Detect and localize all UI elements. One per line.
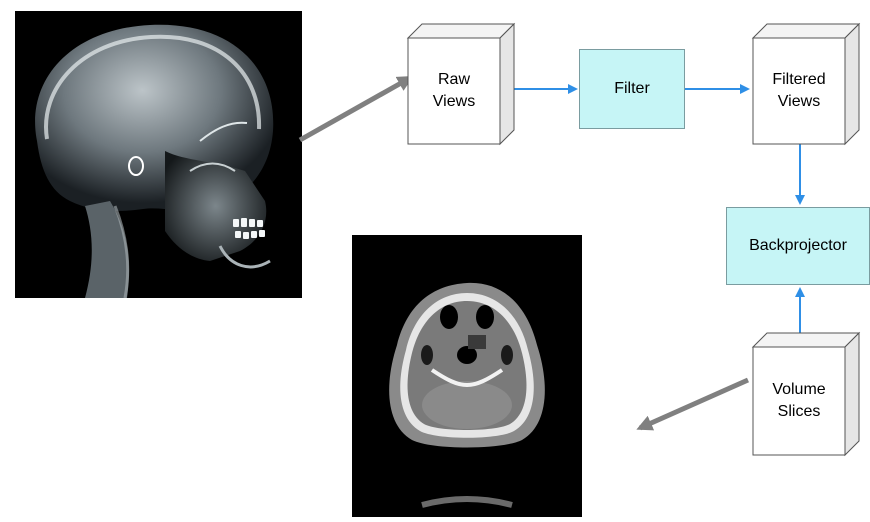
volume-slices-box: Volume Slices	[745, 333, 860, 457]
filter-label: Filter	[614, 80, 650, 98]
backprojector-box: Backprojector	[726, 207, 870, 285]
xray-to-raw-views-arrow	[300, 78, 410, 140]
filtered-views-label: Filtered Views	[753, 38, 845, 144]
backprojector-label: Backprojector	[749, 237, 847, 255]
ct-slice-image	[352, 235, 582, 517]
filtered-views-box: Filtered Views	[745, 24, 860, 146]
volume-to-ct-arrow	[640, 380, 748, 428]
raw-views-label: Raw Views	[408, 38, 500, 144]
skull-xray-image	[15, 11, 302, 298]
volume-slices-label: Volume Slices	[753, 347, 845, 455]
raw-views-box: Raw Views	[400, 24, 515, 146]
filter-box: Filter	[579, 49, 685, 129]
